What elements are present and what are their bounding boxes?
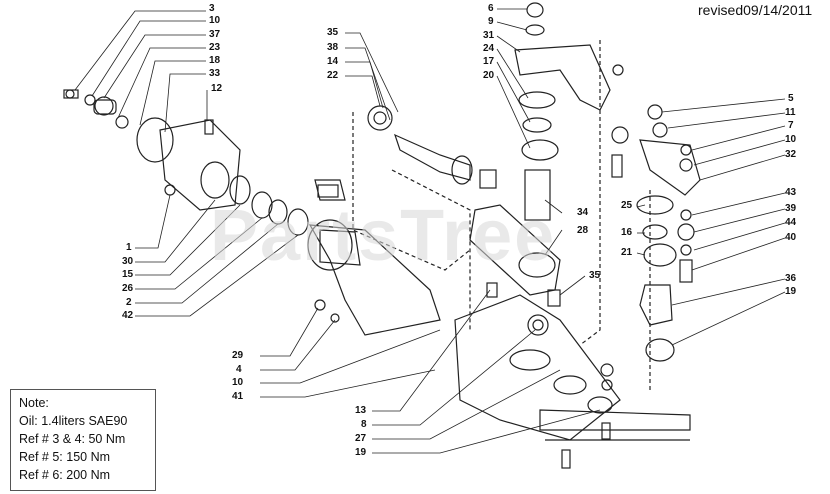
callout-24: 24 bbox=[483, 43, 495, 54]
callout-35-mid: 35 bbox=[589, 270, 601, 281]
central-housing bbox=[307, 105, 497, 336]
callout-2: 2 bbox=[126, 297, 132, 308]
callout-38: 38 bbox=[327, 42, 339, 53]
callout-33: 33 bbox=[209, 68, 221, 79]
right-steering-arm bbox=[561, 64, 701, 469]
callout-10: 10 bbox=[209, 15, 221, 26]
callout-19-bottom: 19 bbox=[355, 447, 367, 458]
callout-25: 25 bbox=[621, 200, 633, 211]
callout-36: 36 bbox=[785, 273, 797, 284]
gearbox-casing bbox=[454, 282, 691, 441]
callout-16: 16 bbox=[621, 227, 633, 238]
callout-43: 43 bbox=[785, 187, 797, 198]
callout-7: 7 bbox=[788, 120, 794, 131]
leader-lines bbox=[74, 8, 786, 454]
callout-4: 4 bbox=[236, 364, 242, 375]
callout-27: 27 bbox=[355, 433, 367, 444]
callout-21: 21 bbox=[621, 247, 633, 258]
callout-22: 22 bbox=[327, 70, 339, 81]
callout-44: 44 bbox=[785, 217, 797, 228]
callout-6: 6 bbox=[488, 3, 494, 14]
callout-29: 29 bbox=[232, 350, 244, 361]
callout-23: 23 bbox=[209, 42, 221, 53]
callout-19-right: 19 bbox=[785, 286, 797, 297]
note-line-ref-6: Ref # 6: 200 Nm bbox=[19, 468, 111, 482]
callout-1: 1 bbox=[126, 242, 132, 253]
callout-8: 8 bbox=[361, 419, 367, 430]
dashed-guide-mid bbox=[391, 169, 471, 330]
note-line-oil: Oil: 1.4liters SAE90 bbox=[19, 414, 128, 428]
callout-5: 5 bbox=[788, 93, 794, 104]
callout-40: 40 bbox=[785, 232, 797, 243]
callout-34: 34 bbox=[577, 207, 589, 218]
callout-31: 31 bbox=[483, 30, 495, 41]
central-gear-arm bbox=[469, 2, 611, 307]
note-title: Note: bbox=[19, 396, 49, 410]
callout-20: 20 bbox=[483, 70, 495, 81]
callout-26: 26 bbox=[122, 283, 134, 294]
left-shaft-assembly bbox=[63, 89, 309, 236]
callout-41: 41 bbox=[232, 391, 244, 402]
revised-date: revised09/14/2011 bbox=[698, 2, 813, 18]
callout-37: 37 bbox=[209, 29, 221, 40]
callout-10-right: 10 bbox=[785, 134, 797, 145]
callout-32: 32 bbox=[785, 149, 797, 160]
callout-30: 30 bbox=[122, 256, 134, 267]
callout-18: 18 bbox=[209, 55, 221, 66]
callout-39: 39 bbox=[785, 203, 797, 214]
callout-9: 9 bbox=[488, 16, 494, 27]
callout-13: 13 bbox=[355, 405, 367, 416]
callout-28: 28 bbox=[577, 225, 589, 236]
note-box: Note: Oil: 1.4liters SAE90 Ref # 3 & 4: … bbox=[10, 389, 156, 491]
callout-10-bottom: 10 bbox=[232, 377, 244, 388]
callout-35-top: 35 bbox=[327, 27, 339, 38]
note-line-ref-5: Ref # 5: 150 Nm bbox=[19, 450, 111, 464]
dashed-guide-right bbox=[579, 40, 601, 346]
callout-14: 14 bbox=[327, 56, 339, 67]
dashed-guide-left bbox=[352, 112, 471, 271]
callout-15: 15 bbox=[122, 269, 134, 280]
note-line-ref-3-4: Ref # 3 & 4: 50 Nm bbox=[19, 432, 126, 446]
callout-11: 11 bbox=[785, 107, 796, 118]
callout-3: 3 bbox=[209, 3, 215, 14]
callout-42: 42 bbox=[122, 310, 134, 321]
callout-12: 12 bbox=[211, 83, 223, 94]
watermark: PartsTree bbox=[210, 196, 557, 276]
callout-17: 17 bbox=[483, 56, 495, 67]
